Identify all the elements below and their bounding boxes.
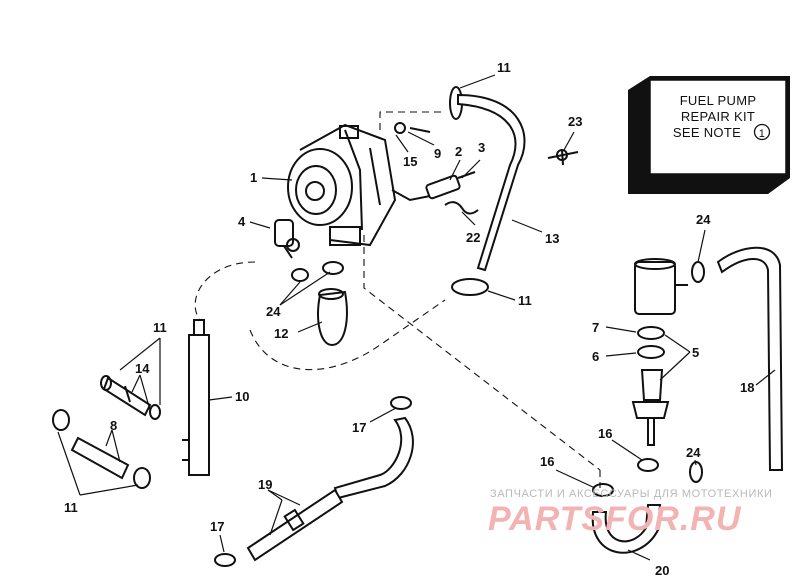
fuel-line-part-10 <box>182 319 210 476</box>
callout-4: 4 <box>238 214 246 229</box>
callout-18: 18 <box>740 380 754 395</box>
callout-14: 14 <box>135 361 150 376</box>
watermark-small-text: ЗАПЧАСТИ И АКСЕССУАРЫ ДЛЯ МОТОТЕХНИКИ <box>490 488 772 500</box>
assembly-dashed-lines <box>194 111 601 488</box>
clamp-part-24-right-top <box>691 261 705 283</box>
callout-10: 10 <box>235 389 249 404</box>
callout-23: 23 <box>568 114 582 129</box>
watermark: ЗАПЧАСТИ И АКСЕССУАРЫ ДЛЯ МОТОТЕХНИКИ PA… <box>488 488 772 538</box>
callout-7: 7 <box>592 320 599 335</box>
hose-part-13 <box>457 93 526 272</box>
leader-lines <box>57 74 776 561</box>
callout-12: 12 <box>274 326 288 341</box>
callout-1: 1 <box>250 170 257 185</box>
callout-13: 13 <box>545 231 559 246</box>
clip-part-22 <box>444 201 479 215</box>
callout-11-left-top: 11 <box>153 320 167 335</box>
repair-kit-note-number: 1 <box>759 128 765 140</box>
callout-17-lower: 17 <box>210 519 224 534</box>
callout-3: 3 <box>478 140 485 155</box>
callout-16-right: 16 <box>598 426 612 441</box>
clamp-part-16-left <box>592 483 614 497</box>
callout-8: 8 <box>110 418 117 433</box>
callout-22: 22 <box>466 230 480 245</box>
hose-part-12 <box>291 261 348 347</box>
callout-17-upper: 17 <box>352 420 366 435</box>
clamp-part-17-lower <box>214 553 236 567</box>
connector-part-14 <box>100 375 161 420</box>
callout-24-right-top: 24 <box>696 212 711 227</box>
screw-washer-part-9-15 <box>394 122 431 134</box>
check-valve-part-4 <box>274 219 300 259</box>
fuel-filter-assembly <box>631 258 688 446</box>
callout-11-middle: 11 <box>518 293 532 308</box>
repair-kit-box: FUEL PUMP REPAIR KIT SEE NOTE 1 <box>628 76 790 194</box>
repair-kit-line-3: SEE NOTE <box>673 125 741 140</box>
clamp-part-16-right <box>637 458 659 472</box>
callout-5: 5 <box>692 345 699 360</box>
clamp-part-17-upper <box>390 396 412 410</box>
callout-15: 15 <box>403 154 417 169</box>
callout-20: 20 <box>655 563 669 578</box>
note-circle-icon <box>753 123 771 141</box>
callout-24-left: 24 <box>266 304 281 319</box>
clamp-part-11-left <box>52 409 70 431</box>
callout-16-left: 16 <box>540 454 554 469</box>
watermark-large-text: PARTSFOR.RU <box>488 500 742 538</box>
callout-2: 2 <box>455 144 462 159</box>
hose-part-17-upper <box>333 416 414 500</box>
tee-fitting-part-23 <box>547 149 579 166</box>
fuel-pump-assembly <box>287 123 431 247</box>
hose-part-19 <box>246 488 344 562</box>
repair-kit-line-2: REPAIR KIT <box>681 109 755 124</box>
o-ring-part-7 <box>637 326 665 340</box>
hose-part-20 <box>591 504 662 554</box>
callout-9: 9 <box>434 146 441 161</box>
seal-part-6 <box>637 345 665 359</box>
clamp-part-24-left <box>291 268 309 282</box>
callout-24-right-bottom: 24 <box>686 445 701 460</box>
callout-11-top: 11 <box>497 60 511 75</box>
connector-part-8 <box>52 409 151 489</box>
callout-6: 6 <box>592 349 599 364</box>
repair-kit-line-1: FUEL PUMP <box>680 93 757 108</box>
hose-part-18 <box>716 246 784 471</box>
clamp-part-11-middle <box>451 278 489 296</box>
callout-11-left-bottom: 11 <box>64 500 78 515</box>
callout-19: 19 <box>258 477 272 492</box>
callout-numbers: 11 1 4 2 3 9 15 23 22 13 11 24 12 10 11 … <box>64 60 754 578</box>
fitting-part-2-3 <box>425 171 476 200</box>
